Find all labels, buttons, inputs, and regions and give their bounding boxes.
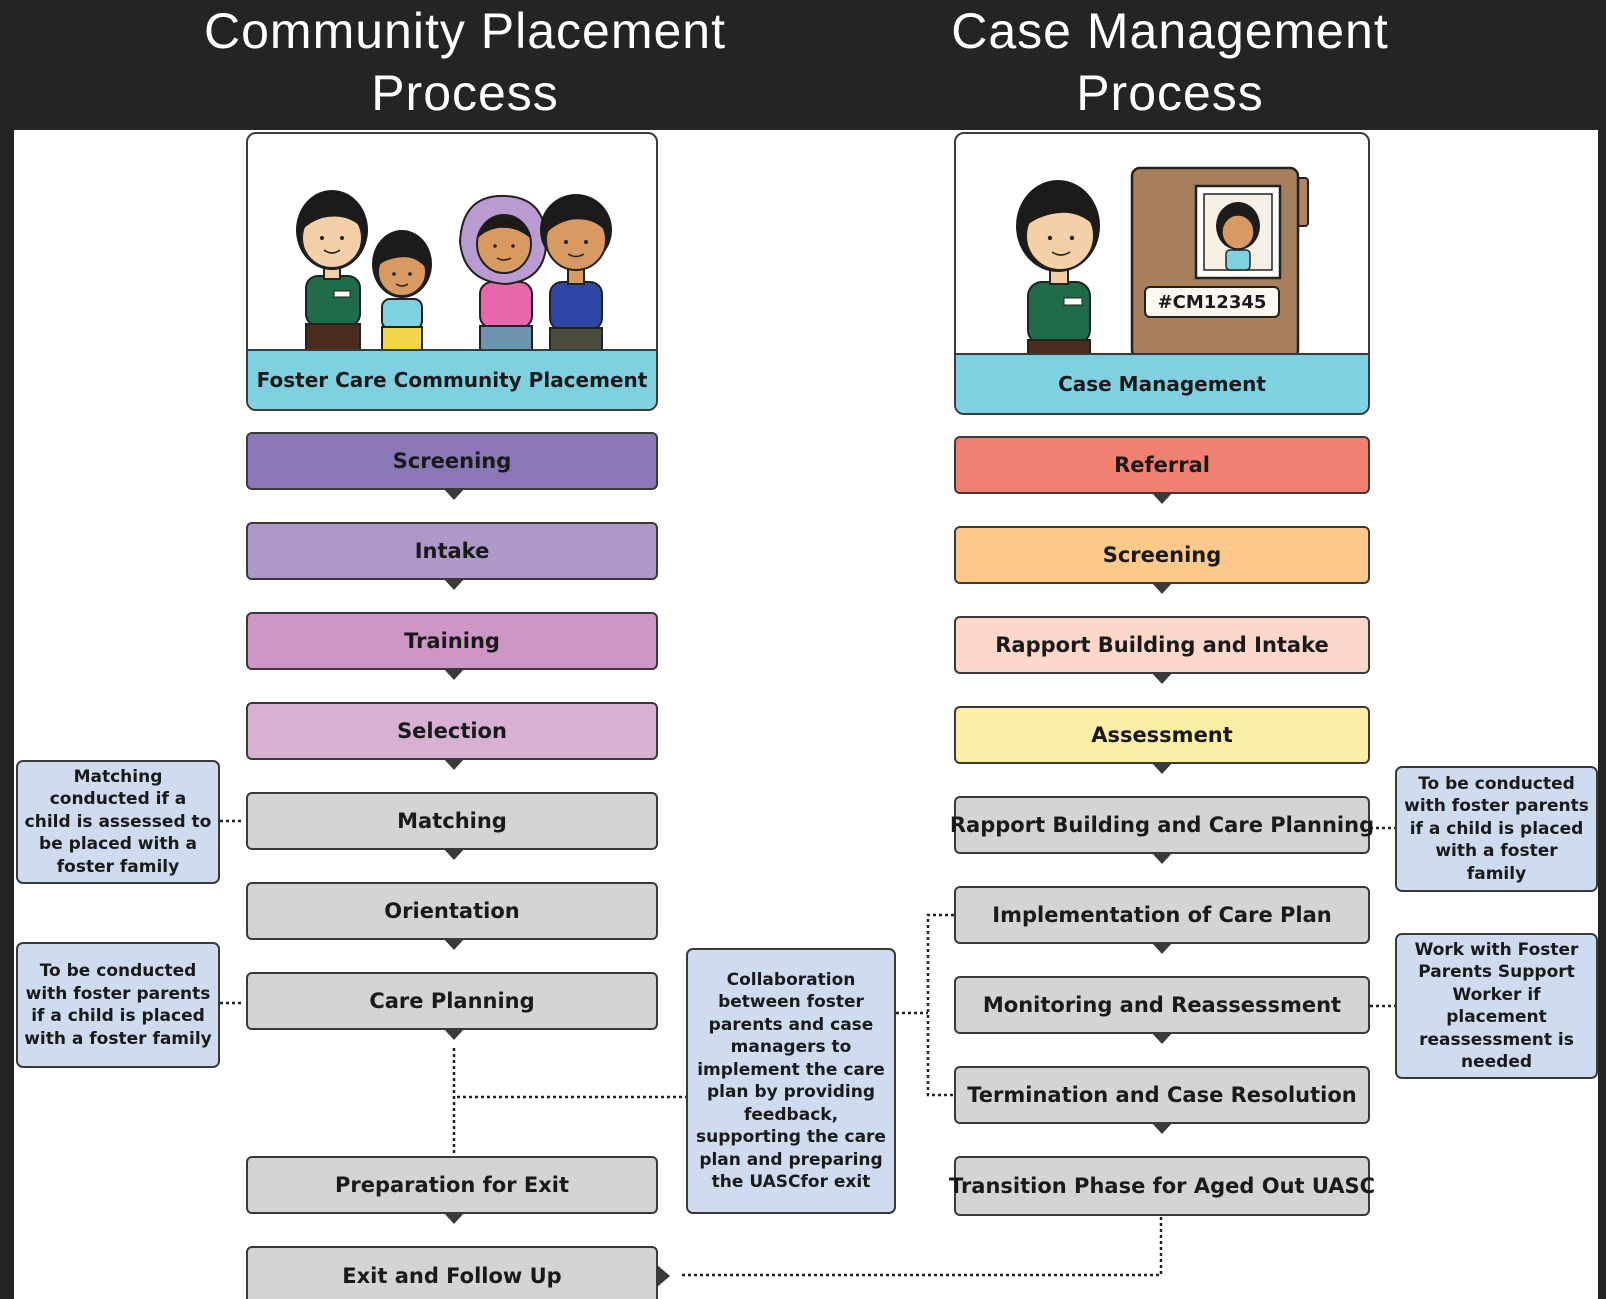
case-folder-icon <box>1130 166 1309 356</box>
right-arrow-7 <box>1151 1032 1173 1044</box>
right-step-implementation: Implementation of Care Plan <box>954 886 1370 944</box>
father-figure <box>540 194 612 354</box>
left-arrow-6 <box>443 938 465 950</box>
header-left-line1: Community Placement <box>204 3 726 59</box>
header-right-line2: Process <box>1076 65 1264 121</box>
left-arrow-7 <box>443 1028 465 1040</box>
right-arrow-5 <box>1151 852 1173 864</box>
note-care-planning-right: To be conducted with foster parents if a… <box>1395 766 1598 892</box>
left-step-screening: Screening <box>246 432 658 490</box>
right-step-rapport-building-intake: Rapport Building and Intake <box>954 616 1370 674</box>
left-step-intake: Intake <box>246 522 658 580</box>
foster-family-illustration <box>296 190 612 354</box>
left-step-selection: Selection <box>246 702 658 760</box>
right-step-termination: Termination and Case Resolution <box>954 1066 1370 1124</box>
header-left-line2: Process <box>371 65 559 121</box>
left-arrow-8 <box>443 1212 465 1224</box>
header-case-management: Case Management Process <box>910 0 1430 130</box>
note-collaboration: Collaboration between foster parents and… <box>686 948 896 1214</box>
right-step-screening: Screening <box>954 526 1370 584</box>
right-arrow-3 <box>1151 672 1173 684</box>
right-step-assessment: Assessment <box>954 706 1370 764</box>
note-monitoring: Work with Foster Parents Support Worker … <box>1395 933 1598 1079</box>
header-right-line1: Case Management <box>951 3 1389 59</box>
right-arrow-2 <box>1151 582 1173 594</box>
case-management-illustration <box>1016 166 1309 356</box>
left-arrow-1 <box>443 488 465 500</box>
right-arrow-4 <box>1151 762 1173 774</box>
right-step-referral: Referral <box>954 436 1370 494</box>
right-arrow-8 <box>1151 1122 1173 1134</box>
left-step-exit-and-follow-up: Exit and Follow Up <box>246 1246 658 1299</box>
right-arrow-1 <box>1151 492 1173 504</box>
child-figure <box>372 230 432 354</box>
left-step-care-planning: Care Planning <box>246 972 658 1030</box>
left-arrow-4 <box>443 758 465 770</box>
foster-care-illustration-panel: Foster Care Community Placement <box>246 132 658 411</box>
caregiver-figure <box>296 190 368 354</box>
left-step-orientation: Orientation <box>246 882 658 940</box>
case-management-caption: Case Management <box>956 353 1368 413</box>
right-step-transition-phase: Transition Phase for Aged Out UASC <box>949 1156 1375 1216</box>
note-care-planning-left: To be conducted with foster parents if a… <box>16 942 220 1068</box>
right-arrow-6 <box>1151 942 1173 954</box>
left-arrow-3 <box>443 668 465 680</box>
left-step-training: Training <box>246 612 658 670</box>
right-step-monitoring: Monitoring and Reassessment <box>954 976 1370 1034</box>
right-step-rapport-care-planning: Rapport Building and Care Planning <box>950 796 1374 854</box>
left-arrow-2 <box>443 578 465 590</box>
case-number-label: #CM12345 <box>1144 286 1280 318</box>
left-step-matching: Matching <box>246 792 658 850</box>
case-manager-figure <box>1016 180 1100 356</box>
exit-arrow-right <box>656 1264 670 1288</box>
mother-hijab-figure <box>458 194 548 354</box>
left-arrow-5 <box>443 848 465 860</box>
foster-care-caption: Foster Care Community Placement <box>248 349 656 409</box>
header-community-placement: Community Placement Process <box>200 0 730 130</box>
case-management-illustration-panel: #CM12345 Case Management <box>954 132 1370 415</box>
left-step-preparation-for-exit: Preparation for Exit <box>246 1156 658 1214</box>
diagram-canvas: Foster Care Community Placement <box>14 130 1598 1299</box>
note-matching: Matching conducted if a child is assesse… <box>16 760 220 884</box>
